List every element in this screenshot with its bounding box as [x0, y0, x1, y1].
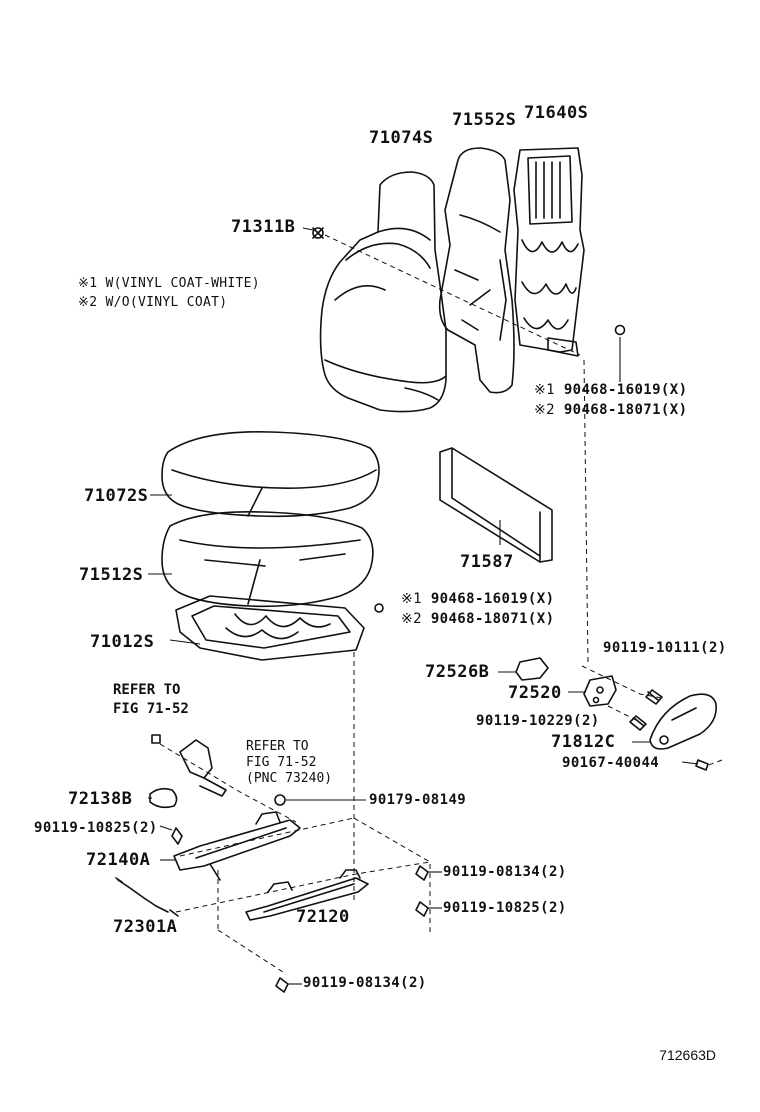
- seat-back-pad-drawing: [438, 147, 515, 394]
- hog-ring-upper-drawing: [614, 324, 626, 336]
- diagram-id: 712663D: [659, 1047, 716, 1063]
- part-label-90179-08149: 90179-08149: [369, 792, 467, 808]
- part-label-90119-10229: 90119-10229(2): [476, 713, 600, 729]
- part-label-90119-10825-left: 90119-10825(2): [34, 820, 158, 836]
- bolt-08134-right-drawing: [415, 865, 429, 881]
- part-label-71311b: 71311B: [231, 217, 296, 237]
- note-1: ※1 W(VINYL COAT-WHITE): [78, 276, 260, 291]
- part-label-90119-08134-right: 90119-08134(2): [443, 864, 567, 880]
- part-label-72120: 72120: [296, 907, 350, 927]
- back-board-drawing: [439, 447, 553, 563]
- part-label-72520: 72520: [508, 683, 562, 703]
- part-label-90119-10825-right: 90119-10825(2): [443, 900, 567, 916]
- part-label-71512s: 71512S: [79, 565, 144, 585]
- seat-adjuster-inner-drawing: [245, 869, 369, 921]
- cushion-pad-drawing: [161, 510, 374, 608]
- note-2: ※2 W/O(VINYL COAT): [78, 295, 228, 310]
- part-label-72301a: 72301A: [113, 917, 178, 937]
- part-label-72138b: 72138B: [68, 789, 133, 809]
- refer-note-belt: REFER TO FIG 71-52 (PNC 73240): [246, 739, 333, 786]
- seat-back-cover-drawing: [319, 171, 447, 413]
- part-label-90119-08134-bottom: 90119-08134(2): [303, 975, 427, 991]
- clip-drawing: [312, 227, 324, 239]
- adjuster-cable-drawing: [115, 877, 179, 917]
- bolt-10111-drawing: [645, 689, 663, 705]
- knob-drawing: [649, 693, 717, 750]
- part-label-71072s: 71072S: [84, 486, 149, 506]
- hog-ring-lower-line-1: ※1 90468-16019(X): [401, 591, 555, 607]
- screw-40044-drawing: [695, 759, 709, 771]
- seat-belt-buckle-drawing: [151, 734, 227, 797]
- part-label-71012s: 71012S: [90, 632, 155, 652]
- bolt-08134-bottom-drawing: [275, 977, 289, 993]
- side-cover-drawing: [149, 787, 178, 809]
- seat-adjuster-outer-drawing: [173, 811, 301, 881]
- part-label-71640s: 71640S: [524, 103, 589, 123]
- part-label-72526b: 72526B: [425, 662, 490, 682]
- cover-drawing: [515, 657, 549, 681]
- refer-note-left: REFER TO FIG 71-52: [113, 682, 189, 717]
- part-label-71812c: 71812C: [551, 732, 616, 752]
- bolt-10825-left-drawing: [171, 827, 183, 845]
- hog-ring-lower-drawing: [374, 603, 384, 613]
- seat-frame-drawing: [175, 595, 365, 661]
- part-label-90167-40044: 90167-40044: [562, 755, 660, 771]
- bolt-10825-right-drawing: [415, 901, 429, 917]
- part-label-71552s: 71552S: [452, 110, 517, 130]
- hog-ring-upper-line-1: ※1 90468-16019(X): [534, 382, 688, 398]
- hog-ring-lower-line-2: ※2 90468-18071(X): [401, 611, 555, 627]
- seat-back-frame-drawing: [513, 147, 585, 357]
- part-label-71587: 71587: [460, 552, 514, 572]
- hog-ring-upper-line-2: ※2 90468-18071(X): [534, 402, 688, 418]
- cushion-cover-drawing: [161, 431, 380, 518]
- bracket-drawing: [583, 675, 617, 707]
- part-label-90119-10111: 90119-10111(2): [603, 640, 727, 656]
- part-label-72140a: 72140A: [86, 850, 151, 870]
- nut-08149-drawing: [274, 794, 286, 806]
- part-label-71074s: 71074S: [369, 128, 434, 148]
